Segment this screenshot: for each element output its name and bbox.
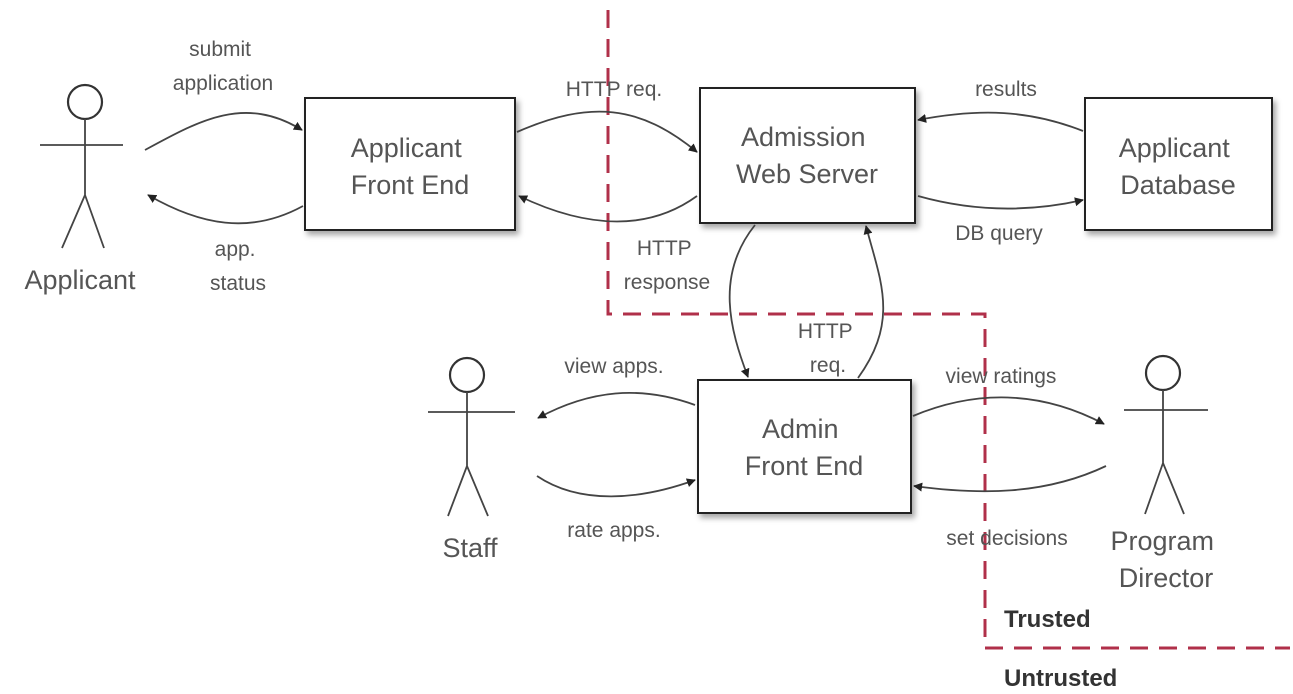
applicant-actor-label: Applicant xyxy=(24,265,136,295)
http-response-top-arrow xyxy=(518,195,698,223)
http-response-down-arrow xyxy=(728,224,756,378)
view-apps-arrow xyxy=(537,392,696,419)
http-req-up-arrow xyxy=(857,225,885,379)
trust-boundary-line xyxy=(606,10,1290,650)
app-status-label: app. status xyxy=(210,238,266,295)
db-query-arrow xyxy=(917,195,1084,210)
app-status-arrow xyxy=(147,194,304,225)
results-arrow xyxy=(917,111,1084,132)
db-query-label: DB query xyxy=(955,222,1043,245)
submit-application-arrow xyxy=(144,112,303,151)
http-response-label: HTTP response xyxy=(624,237,710,294)
set-decisions-arrow xyxy=(913,465,1107,493)
http-req-top-arrow xyxy=(516,110,698,153)
staff-actor: Staff xyxy=(428,356,515,563)
applicant-actor: Applicant xyxy=(24,83,136,295)
http-req-top-label: HTTP req. xyxy=(566,78,662,101)
view-apps-label: view apps. xyxy=(564,355,663,378)
applicant-front-end-box: Applicant Front End xyxy=(304,97,516,231)
staff-actor-label: Staff xyxy=(442,533,498,563)
set-decisions-label: set decisions xyxy=(946,527,1067,550)
applicant-database-box: Applicant Database xyxy=(1084,97,1273,231)
applicant-database-label: Applicant Database xyxy=(1119,133,1238,200)
applicant-front-end-label: Applicant Front End xyxy=(351,133,470,200)
trusted-zone-label: Trusted xyxy=(1004,606,1091,633)
admin-front-end-label: Admin Front End xyxy=(745,414,864,481)
results-label: results xyxy=(975,78,1037,101)
admission-web-server-label: Admission Web Server xyxy=(736,122,878,189)
program-director-actor: Program Director xyxy=(1110,354,1221,593)
rate-apps-label: rate apps. xyxy=(567,519,660,542)
admin-front-end-box: Admin Front End xyxy=(697,379,912,514)
view-ratings-arrow xyxy=(912,396,1105,425)
untrusted-zone-label: Untrusted xyxy=(1004,665,1117,692)
admission-web-server-box: Admission Web Server xyxy=(699,87,916,224)
submit-application-label: submit application xyxy=(173,38,273,95)
program-director-actor-label: Program Director xyxy=(1110,526,1221,593)
rate-apps-arrow xyxy=(536,475,696,498)
view-ratings-label: view ratings xyxy=(946,365,1057,388)
http-req-up-label: HTTP req. xyxy=(798,320,858,377)
